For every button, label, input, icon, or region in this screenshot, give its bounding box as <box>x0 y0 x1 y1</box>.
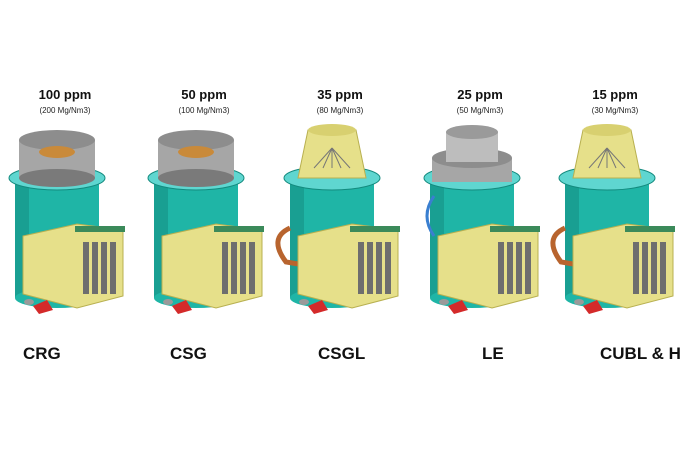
damper-frame <box>75 226 125 232</box>
damper-frame <box>350 226 400 232</box>
damper-blade <box>498 242 504 294</box>
damper-blade <box>240 242 246 294</box>
damper-blade <box>660 242 666 294</box>
damper-frame <box>214 226 264 232</box>
air-pipe <box>425 195 436 237</box>
damper-blade <box>358 242 364 294</box>
damper-blade <box>83 242 89 294</box>
damper-blade <box>507 242 513 294</box>
damper-frame <box>490 226 540 232</box>
shutoff-handle <box>172 300 192 314</box>
emission-mg-label: (50 Mg/Nm3) <box>456 106 504 115</box>
burner-illustration <box>147 130 264 314</box>
damper-housing <box>22 223 124 309</box>
shutoff-handle <box>583 300 603 314</box>
emission-ppm-label: 15 ppm <box>592 87 638 102</box>
copper-pipe <box>275 225 323 271</box>
shutoff-handle <box>308 300 328 314</box>
model-name: LE <box>482 344 504 363</box>
damper-blade <box>101 242 107 294</box>
shutoff-handle <box>33 300 53 314</box>
damper-frame <box>625 226 675 232</box>
burner-illustration <box>8 130 125 314</box>
grey-cup-base <box>19 169 95 187</box>
damper-blade <box>376 242 382 294</box>
base-foot <box>163 299 173 305</box>
damper-blade <box>633 242 639 294</box>
burner-unit-csgl: 35 ppm (80 Mg/Nm3) CSGL <box>270 0 410 460</box>
burner-unit-crg: 100 ppm (200 Mg/Nm3) CRG <box>0 0 135 460</box>
emission-ppm-label: 100 ppm <box>38 87 92 102</box>
grey-cup-rim <box>158 130 234 150</box>
damper-housing <box>437 223 539 309</box>
emission-ppm-label: 25 ppm <box>457 87 503 102</box>
damper-housing <box>297 223 399 309</box>
emission-ppm-label: 35 ppm <box>317 87 363 102</box>
damper-blade <box>516 242 522 294</box>
copper-pipe <box>550 225 598 271</box>
spoke <box>313 147 333 169</box>
spoke <box>606 147 617 169</box>
base-foot <box>299 299 309 305</box>
damper-blade <box>249 242 255 294</box>
damper-blade <box>385 242 391 294</box>
damper-blade <box>222 242 228 294</box>
burner-head <box>178 146 214 158</box>
burner-unit-cubl-h: 15 ppm (30 Mg/Nm3) CUBL & H <box>545 0 685 460</box>
damper-blade <box>110 242 116 294</box>
damper-blade <box>651 242 657 294</box>
model-name: CUBL & H <box>600 344 681 363</box>
spoke <box>331 147 351 169</box>
damper-housing <box>572 223 674 309</box>
emission-mg-label: (30 Mg/Nm3) <box>591 106 639 115</box>
spoke <box>597 147 608 169</box>
spoke <box>331 147 342 169</box>
emission-mg-label: (80 Mg/Nm3) <box>316 106 364 115</box>
damper-blade <box>525 242 531 294</box>
burner-illustration <box>550 124 675 314</box>
emission-ppm-label: 50 ppm <box>181 87 227 102</box>
burner-unit-le: 25 ppm (50 Mg/Nm3) LE <box>410 0 550 460</box>
damper-housing <box>161 223 263 309</box>
grey-cup-base <box>158 169 234 187</box>
yellow-cage-rim <box>583 124 631 136</box>
damper-blade <box>92 242 98 294</box>
base-foot <box>574 299 584 305</box>
burner-head <box>39 146 75 158</box>
emission-mg-label: (100 Mg/Nm3) <box>178 106 230 115</box>
base-foot <box>439 299 449 305</box>
burner-illustration <box>275 124 400 314</box>
damper-blade <box>231 242 237 294</box>
damper-blade <box>367 242 373 294</box>
base-foot <box>24 299 34 305</box>
grey-cup-rim <box>19 130 95 150</box>
inner-shroud-rim <box>446 125 498 139</box>
shutoff-handle <box>448 300 468 314</box>
spoke <box>606 147 626 169</box>
model-name: CSGL <box>318 344 366 363</box>
burner-unit-csg: 50 ppm (100 Mg/Nm3) CSG <box>134 0 274 460</box>
emission-mg-label: (200 Mg/Nm3) <box>39 106 91 115</box>
spoke <box>322 147 333 169</box>
spoke <box>588 147 608 169</box>
yellow-cage-rim <box>308 124 356 136</box>
model-name: CSG <box>170 344 207 363</box>
burner-illustration <box>423 125 540 314</box>
model-name: CRG <box>23 344 61 363</box>
damper-blade <box>642 242 648 294</box>
